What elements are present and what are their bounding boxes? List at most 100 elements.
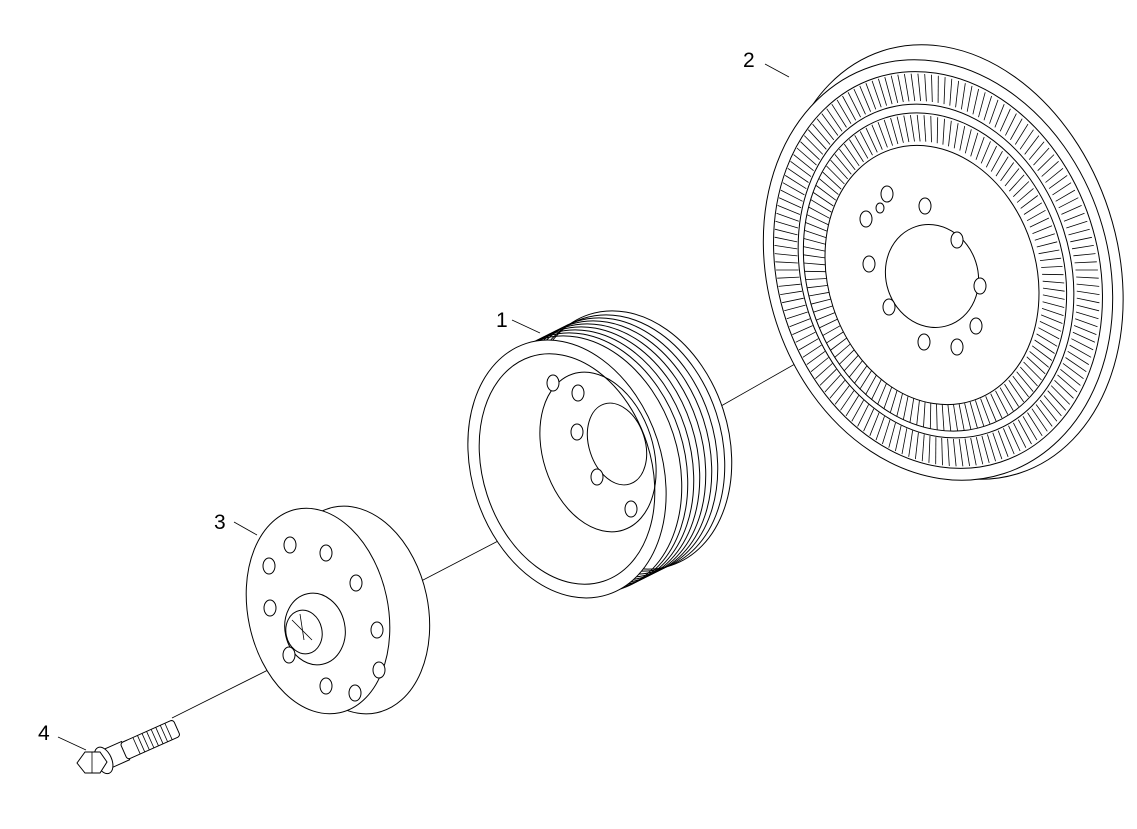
tooth-line: [831, 103, 847, 128]
tooth-line: [795, 331, 816, 343]
tooth-line: [1004, 168, 1020, 187]
tooth-line: [1035, 404, 1053, 427]
tooth-line: [859, 369, 873, 390]
tooth-line: [983, 95, 992, 121]
tooth-line: [815, 312, 836, 321]
tooth-line: [1041, 161, 1059, 177]
tooth-line: [1014, 123, 1029, 145]
tooth-line: [774, 236, 798, 243]
tooth-line: [812, 123, 831, 145]
tooth-line: [980, 141, 991, 164]
tooth-line: [980, 398, 991, 425]
tooth-line: [975, 437, 984, 465]
tooth-line: [915, 432, 919, 460]
tooth-line: [1029, 351, 1049, 368]
tooth-line: [1060, 368, 1081, 386]
tooth-line: [1061, 205, 1082, 215]
tooth-line: [1042, 301, 1065, 308]
tooth-line: [997, 430, 1009, 457]
tooth-line: [1019, 129, 1034, 150]
tooth-line: [834, 343, 852, 358]
tooth-line: [931, 74, 933, 103]
tooth-line: [1037, 154, 1055, 171]
tooth-line: [1023, 361, 1042, 381]
tooth-line: [921, 434, 925, 462]
tooth-line: [813, 192, 834, 207]
tooth-line: [1000, 162, 1015, 182]
tooth-line: [792, 325, 813, 335]
tooth-line: [1016, 188, 1034, 203]
tooth-line: [970, 132, 979, 157]
tooth-line: [843, 143, 860, 167]
callout-1-label: 1: [496, 309, 508, 332]
tooth-line: [1076, 290, 1100, 295]
tooth-line: [923, 115, 927, 142]
tooth-line: [1076, 276, 1099, 279]
tooth-line: [871, 124, 883, 150]
tooth-line: [916, 114, 921, 142]
tooth-line: [796, 147, 817, 166]
part-2-toothed-wheel: [762, 44, 1124, 481]
tooth-line: [1039, 399, 1058, 422]
tooth-line: [1029, 217, 1050, 228]
tooth-line: [865, 374, 878, 395]
tooth-line: [851, 400, 864, 422]
tooth-line: [877, 382, 888, 405]
tooth-line: [1045, 167, 1064, 183]
tooth-line: [890, 117, 899, 145]
tooth-line: [964, 438, 970, 467]
tooth-line: [784, 304, 806, 312]
tooth-line: [1016, 371, 1034, 392]
tooth-line: [1022, 416, 1038, 441]
tooth-line: [882, 419, 891, 445]
tooth-line: [802, 344, 822, 358]
tooth-line: [1028, 141, 1045, 160]
tooth-line: [839, 148, 856, 171]
tooth-line: [1041, 308, 1064, 316]
tooth-line: [908, 430, 913, 457]
tooth-line: [884, 76, 893, 105]
tooth-line: [896, 392, 904, 417]
tooth-line: [1067, 350, 1090, 365]
tooth-line: [1020, 366, 1038, 387]
tooth-line: [1042, 294, 1065, 300]
tooth-line: [808, 291, 830, 297]
tooth-line: [787, 167, 809, 183]
tooth-line: [1003, 428, 1015, 455]
tooth-line: [1036, 333, 1058, 347]
tooth-line: [857, 404, 869, 427]
tooth-line: [877, 121, 888, 148]
tooth-line: [1040, 314, 1063, 324]
tooth-line: [929, 402, 932, 429]
tooth-line: [1017, 419, 1032, 445]
tooth-line: [1062, 363, 1084, 380]
tooth-line: [953, 123, 959, 149]
tooth-line: [1033, 147, 1050, 166]
tooth-line: [978, 92, 986, 118]
tooth-line: [816, 118, 835, 141]
tooth-line: [798, 338, 819, 351]
tooth-line: [958, 403, 965, 431]
tooth-line: [829, 380, 846, 399]
tooth-line: [999, 387, 1014, 411]
tooth-line: [1066, 220, 1088, 229]
tooth-line: [947, 438, 950, 467]
tooth-line: [953, 404, 958, 431]
tooth-line: [948, 120, 952, 147]
tooth-line: [1039, 257, 1062, 261]
tooth-line: [1012, 375, 1029, 398]
tooth-line: [849, 139, 864, 163]
tooth-line: [789, 318, 811, 328]
tooth-line: [1076, 297, 1100, 304]
tooth-line: [1072, 331, 1096, 343]
tooth-line: [961, 83, 966, 110]
tooth-line: [923, 401, 926, 428]
tooth-line: [1010, 118, 1023, 140]
tooth-line: [985, 145, 997, 168]
tooth-line: [992, 432, 1003, 460]
tooth-line: [847, 92, 861, 118]
tooth-line: [804, 230, 827, 238]
tooth-line: [824, 374, 841, 393]
tooth-line: [878, 78, 887, 106]
tooth-line: [953, 438, 957, 467]
